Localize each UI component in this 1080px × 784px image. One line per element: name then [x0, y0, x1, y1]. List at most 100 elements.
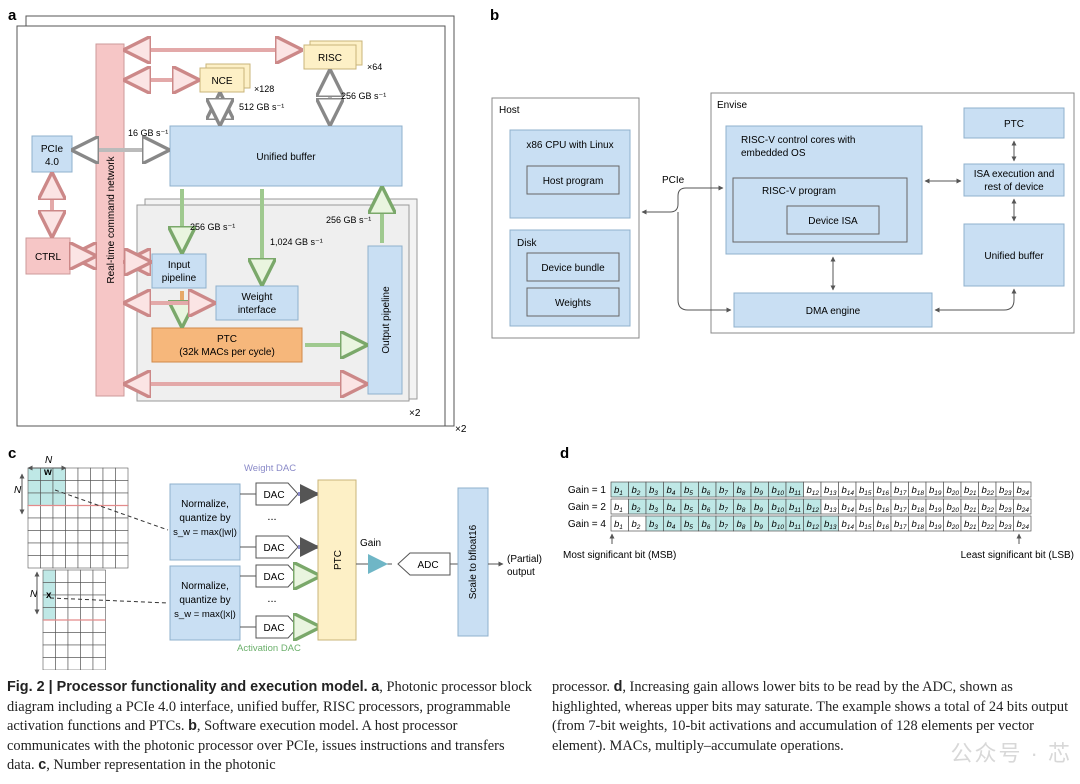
matrix-cell [67, 594, 81, 608]
gain-label: Gain [360, 538, 381, 549]
gain-row-label: Gain = 4 [568, 519, 607, 530]
input-pipeline-label-1: Input [168, 260, 190, 271]
input-pipeline-label-2: pipeline [162, 273, 197, 284]
pcie-label: PCIe [41, 144, 64, 155]
weight-matrix-grid [27, 467, 129, 569]
bit-label: b9 [754, 485, 763, 497]
matrix-cell [65, 530, 79, 544]
matrix-cell [80, 657, 94, 670]
matrix-cell [115, 492, 129, 506]
x-dashed-line [49, 597, 169, 604]
matrix-cell [92, 594, 106, 608]
matrix-cell [40, 530, 54, 544]
host-label: Host [499, 105, 520, 116]
matrix-cell [55, 607, 69, 621]
weight-interface [215, 285, 299, 321]
dac-block [255, 535, 299, 559]
panel-b: b Host x86 CPU with Linux Host program D… [490, 7, 1075, 339]
unified-buffer [169, 125, 403, 187]
msb-label: Most significant bit (MSB) [563, 550, 676, 561]
matrix-cell [40, 517, 54, 531]
matrix-cell [65, 555, 79, 569]
riscv-cores-label-1: RISC-V control cores with [741, 135, 855, 146]
matrix-cell [77, 505, 91, 519]
normalize-w-1: Normalize, [181, 499, 229, 510]
bit-label: b9 [754, 519, 763, 531]
panel-label-b: b [490, 7, 499, 24]
ptc-label-b: PTC [1004, 119, 1024, 130]
matrix-cell [55, 632, 69, 646]
panel-label-a: a [8, 7, 17, 24]
bit-label: b8 [737, 485, 746, 497]
risc-count: ×64 [367, 62, 382, 72]
risc-box [303, 44, 357, 70]
matrix-cell [55, 582, 69, 596]
dma-buffer-link [934, 288, 1017, 313]
bit-label: b1 [614, 502, 623, 514]
matrix-cell [52, 492, 66, 506]
gain-row-label: Gain = 2 [568, 502, 607, 513]
adc-label: ADC [417, 560, 438, 571]
ptc-label-1: PTC [217, 334, 237, 345]
weight-interface-label-1: Weight [242, 292, 273, 303]
dac-label: DAC [263, 543, 284, 554]
bit-label: b6 [702, 519, 711, 531]
panel-label-c: c [8, 445, 16, 462]
ptc-box-b [963, 107, 1065, 139]
x-label: x [46, 590, 52, 601]
matrix-cell [52, 517, 66, 531]
figure-2: a ×2 ×2 Real-time command network RISC ×… [8, 7, 1075, 670]
output-label-1: (Partial) [507, 554, 542, 565]
matrix-cell [102, 542, 116, 556]
host-program-label: Host program [543, 176, 604, 187]
matrix-cell [77, 492, 91, 506]
bit-label: b1 [614, 485, 623, 497]
bit-label: b7 [719, 519, 728, 531]
gain-row-label: Gain = 1 [568, 485, 607, 496]
bw-risc: 256 GB s⁻¹ [341, 91, 386, 101]
matrix-cell [67, 644, 81, 658]
bit-label: b6 [702, 502, 711, 514]
gain-amplifier [368, 554, 388, 574]
matrix-cell [42, 607, 56, 621]
isa-exec-label-1: ISA execution and [974, 169, 1055, 180]
matrix-cell [67, 607, 81, 621]
caption-a: a [371, 679, 380, 695]
matrix-cell [65, 542, 79, 556]
bw-pcie: 16 GB s⁻¹ [128, 128, 168, 138]
unified-buffer-box-b [963, 223, 1065, 287]
matrix-cell [102, 555, 116, 569]
bit-label: b2 [632, 485, 641, 497]
matrix-cell [27, 467, 41, 481]
matrix-cell [42, 632, 56, 646]
caption-right-text-1: processor. [552, 679, 610, 695]
matrix-cell [80, 582, 94, 596]
dac-label: DAC [263, 490, 284, 501]
pcie-version: 4.0 [45, 157, 59, 168]
ptc-box [151, 327, 303, 363]
matrix-cell [65, 467, 79, 481]
bw-input: 256 GB s⁻¹ [190, 222, 235, 232]
output-pipeline [367, 245, 403, 395]
bit-label: b3 [649, 485, 658, 497]
matrix-cell [77, 517, 91, 531]
bit-label: b2 [632, 519, 641, 531]
matrix-cell [115, 480, 129, 494]
matrix-cell [80, 607, 94, 621]
normalize-w-3: s_w = max(|w|) [173, 527, 237, 538]
matrix-cell [77, 480, 91, 494]
matrix-cell [27, 505, 41, 519]
matrix-cell [90, 530, 104, 544]
activation-matrix-grid [42, 569, 106, 670]
caption-b: b [188, 718, 197, 734]
matrix-cell [40, 492, 54, 506]
matrix-cell [80, 632, 94, 646]
matrix-cell [65, 480, 79, 494]
matrix-cell [92, 644, 106, 658]
host-program-box [526, 165, 620, 195]
bit-label: b5 [684, 502, 693, 514]
normalize-x-2: quantize by [179, 595, 230, 606]
bit-label: b3 [649, 502, 658, 514]
lsb-label: Least significant bit (LSB) [961, 550, 1074, 561]
matrix-cell [115, 467, 129, 481]
